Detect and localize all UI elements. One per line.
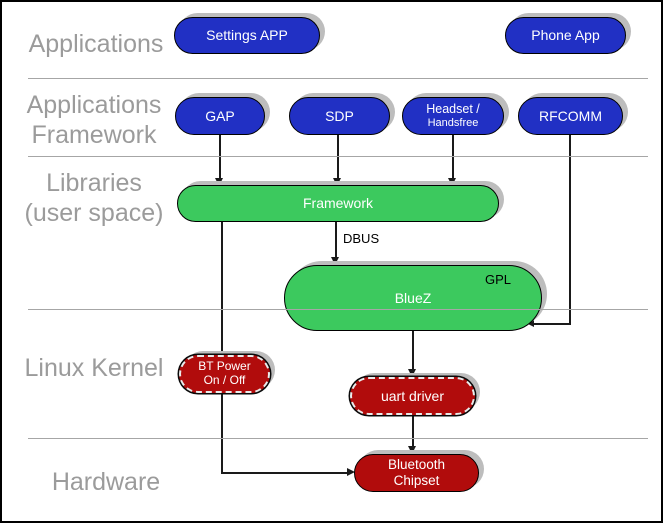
layer-divider-3 <box>28 309 648 310</box>
gpl-license-note: GPL <box>484 272 511 287</box>
layer-label-linux-kernel: Linux Kernel <box>24 354 164 382</box>
layer-divider-1 <box>28 78 648 79</box>
arrowhead-uart-chipset <box>408 446 416 454</box>
node-gap: GAP <box>175 97 265 135</box>
node-framework: Framework <box>177 185 499 222</box>
arrowhead-dbus-bluez <box>331 257 339 265</box>
arrowhead-headset-framework <box>448 178 456 186</box>
node-phone-app: Phone App <box>505 17 626 54</box>
node-settings-app: Settings APP <box>174 17 320 54</box>
arrowhead-sdp-framework <box>333 178 341 186</box>
arrowhead-bluez-uart <box>408 369 416 377</box>
node-bluez: BlueZ GPL <box>284 265 542 331</box>
dbus-edge-label: DBUS <box>343 231 380 246</box>
connector-framework-power-vertical <box>221 222 223 473</box>
arrowhead-power-chipset <box>347 468 355 476</box>
arrowhead-gap-framework <box>215 178 223 186</box>
layer-label-hardware: Hardware <box>51 468 161 496</box>
node-bluetooth-chipset: Bluetooth Chipset <box>354 454 479 492</box>
connector-sdp-framework <box>337 135 339 179</box>
layer-divider-2 <box>28 156 648 157</box>
connector-gap-framework <box>219 135 221 179</box>
connector-framework-bluez-dbus <box>335 222 337 259</box>
connector-power-chipset-horizontal <box>221 472 348 474</box>
headset-label-line2: Handsfree <box>427 116 479 129</box>
node-uart-driver: uart driver <box>350 377 475 415</box>
layer-label-libraries-user-space: Libraries (user space) <box>24 169 164 227</box>
node-bt-power-on-off: BT Power On / Off <box>179 355 270 393</box>
layer-divider-4 <box>28 438 648 439</box>
layer-label-applications: Applications <box>28 30 164 58</box>
bluez-label: BlueZ <box>394 289 432 306</box>
connector-rfcomm-vertical <box>569 135 571 324</box>
connector-bluez-uart <box>412 331 414 370</box>
connector-rfcomm-horizontal <box>533 323 571 325</box>
node-sdp: SDP <box>289 97 390 135</box>
node-rfcomm: RFCOMM <box>518 97 623 135</box>
connector-uart-chipset <box>412 415 414 447</box>
headset-label-line1: Headset / <box>426 102 480 117</box>
node-headset-handsfree: Headset / Handsfree <box>402 97 504 135</box>
layer-label-applications-framework: Applications Framework <box>26 91 162 149</box>
